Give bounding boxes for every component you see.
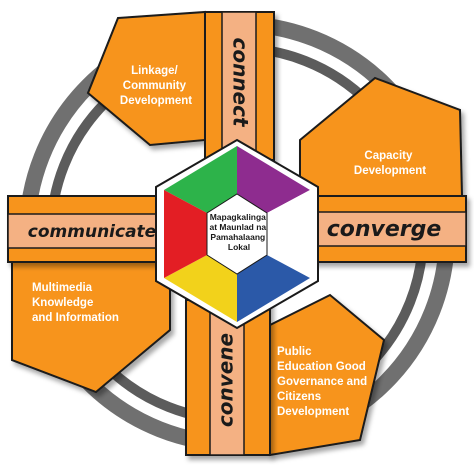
panel-bottom-right (269, 293, 386, 457)
panel-text-linkage: Linkage/ Community Development (120, 65, 192, 107)
hex-segment-blue (237, 255, 310, 322)
arm-label-convene: convene (214, 333, 238, 427)
hex-segment-red (164, 190, 207, 278)
arm-label-communicate: communicate (28, 222, 156, 242)
hex-segment-white-right (267, 190, 310, 278)
arm-left (7, 195, 176, 263)
center-hexagon (155, 138, 319, 330)
arm-bottom (185, 299, 271, 456)
arm-label-converge: converge (327, 217, 442, 242)
center-label: Mapagkalinga at Maunlad na Pamahalaang L… (209, 212, 268, 252)
panel-top-left (86, 10, 206, 147)
panel-text-multimedia: Multimedia Knowledge and Information (32, 282, 119, 324)
hex-inner-white (206, 193, 268, 275)
hex-segment-purple (237, 146, 310, 213)
panel-text-public-education: Public Education Good Governance and Cit… (277, 346, 370, 418)
panel-right-top (299, 76, 464, 197)
arm-top (204, 11, 275, 161)
hex-segment-green (164, 146, 237, 213)
arm-label-connect: connect (229, 37, 253, 127)
hex-segment-yellow (164, 255, 237, 322)
panel-text-capacity: Capacity Development (354, 150, 426, 177)
